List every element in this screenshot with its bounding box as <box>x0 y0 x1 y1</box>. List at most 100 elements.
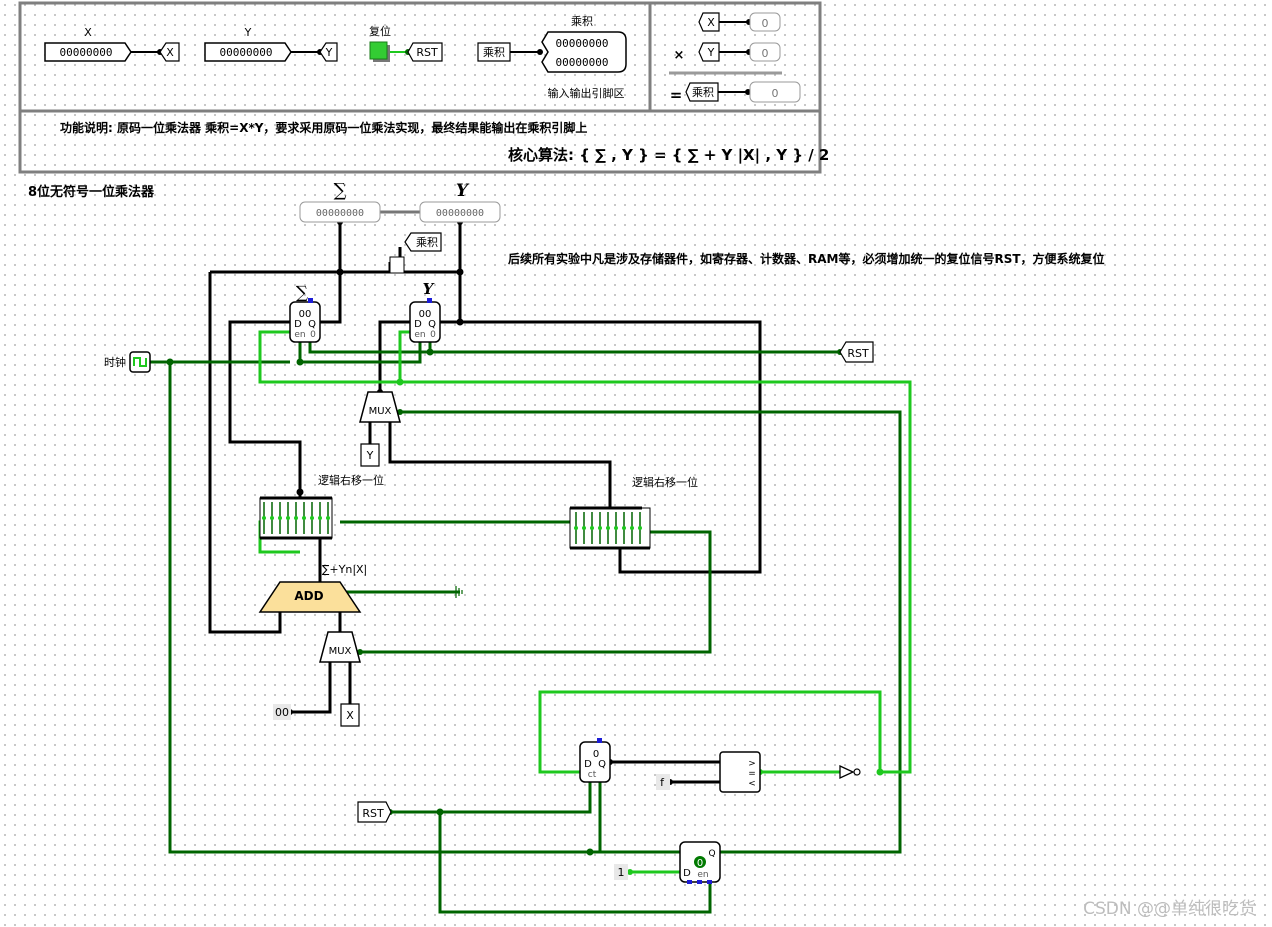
x-input-label: X <box>84 26 92 39</box>
equals-sign: = <box>670 86 683 104</box>
shift-right-bits <box>574 512 642 544</box>
comparator-gt: > <box>748 759 756 769</box>
product-output-label: 乘积 <box>571 15 593 28</box>
mux-x-tunnel-label: X <box>346 709 354 722</box>
splitter-bit-dot <box>598 526 602 530</box>
y-tunnel <box>319 42 338 62</box>
mux-y <box>359 391 401 423</box>
splitter-bit-dot <box>574 526 578 530</box>
y-input-label: Y <box>244 26 252 39</box>
counter-register <box>579 741 611 783</box>
comparator-eq: = <box>748 769 756 779</box>
calc-product-probe-value: 0 <box>772 87 779 100</box>
splitter-bit-dot <box>286 516 290 520</box>
splitter-bit-dot <box>582 526 586 530</box>
splitter-bit-dot <box>262 516 266 520</box>
done-register-q: Q <box>708 849 715 859</box>
splitter-bit-dot <box>302 516 306 520</box>
y-input-value: 00000000 <box>220 46 273 59</box>
sigma-register <box>289 301 321 343</box>
ground-icon <box>455 586 463 598</box>
reset-button[interactable] <box>369 41 388 60</box>
rst-tunnel-bottom <box>357 801 392 823</box>
splitter-bit-dot <box>638 526 642 530</box>
const-one-box <box>614 864 628 880</box>
y-register-pin <box>427 298 432 303</box>
reset-label: 复位 <box>369 24 391 38</box>
calc-x-probe-value: 0 <box>762 17 769 30</box>
bus-wires <box>208 222 762 784</box>
calc-y-tunnel-label: Y <box>707 46 715 59</box>
y-register-value: 00 <box>419 309 432 320</box>
times-sign: × <box>674 48 685 63</box>
y-input-pin[interactable] <box>204 42 292 62</box>
sigma-register-zero: 0 <box>310 330 316 340</box>
function-description: 功能说明: 原码一位乘法器 乘积=X*Y，要求采用原码一位乘法实现，最终结果能输… <box>60 120 587 135</box>
calc-x-tunnel-label: X <box>707 16 715 29</box>
sigma-register-q: Q <box>308 319 316 330</box>
y-tunnel-label: Y <box>325 46 333 59</box>
reset-note: 后续所有实验中凡是涉及存储器件，如寄存器、计数器、RAM等，必须增加统一的复位信… <box>508 251 1105 266</box>
shift-left-label: 逻辑右移一位 <box>318 473 384 487</box>
sigma-register-en: en <box>294 330 305 340</box>
calc-product-tunnel-label: 乘积 <box>692 86 714 99</box>
splitter-bit-dot <box>310 516 314 520</box>
splitter-bit-dot <box>270 516 274 520</box>
control-wires <box>150 342 902 914</box>
sigma-reg-symbol: ∑ <box>296 283 308 303</box>
const-zero-box <box>273 704 291 720</box>
splitter-bit-dot <box>326 516 330 520</box>
sigma-register-d: D <box>294 319 302 330</box>
sigma-probe-symbol: ∑ <box>334 180 347 201</box>
splitter-bit-dot <box>278 516 282 520</box>
not-gate <box>839 764 855 780</box>
y-register-en: en <box>414 330 425 340</box>
const-f-box <box>656 774 670 790</box>
sigma-probe-value: 00000000 <box>316 208 364 219</box>
splitter-bit-dot <box>630 526 634 530</box>
calc-y-tunnel <box>698 42 720 62</box>
product-value-top: 00000000 <box>556 37 609 50</box>
mux-x-tunnel <box>340 703 360 727</box>
rst-tunnel-right-label: RST <box>847 347 869 360</box>
x-input-value: 00000000 <box>60 46 113 59</box>
io-panel <box>18 1 822 174</box>
y-register-q: Q <box>428 319 436 330</box>
done-register-led <box>694 856 706 868</box>
mux-x-label: MUX <box>329 646 352 657</box>
rst-tunnel-top <box>407 42 443 62</box>
comparator-lt: < <box>748 779 756 789</box>
product-tunnel-label: 乘积 <box>416 236 438 249</box>
calc-product-probe <box>749 81 801 103</box>
bus-splitter <box>389 256 405 274</box>
mux-y-label: MUX <box>369 406 392 417</box>
mux-x <box>319 631 361 663</box>
splitter-bit-dot <box>622 526 626 530</box>
x-input-pin[interactable] <box>44 42 132 62</box>
clock-label: 时钟 <box>104 355 126 369</box>
product-tunnel-top <box>477 42 511 62</box>
junction-dots-bright <box>396 378 884 875</box>
y-probe <box>419 201 501 223</box>
rst-tunnel-right <box>839 341 874 363</box>
product-tunnel <box>404 232 442 252</box>
clock-wave-icon <box>133 357 147 367</box>
sigma-register-value: 00 <box>299 309 312 320</box>
comparator <box>719 751 761 793</box>
mux-y-tunnel <box>360 443 380 467</box>
mux-y-tunnel-label: Y <box>366 449 374 462</box>
counter-pin <box>597 738 602 743</box>
description-frame <box>18 109 822 174</box>
sigma-register-pin <box>308 298 313 303</box>
circuit-title: 8位无符号一位乘法器 <box>28 184 155 200</box>
adder-caption: ∑+Yn|X| <box>322 563 367 576</box>
y-register-d: D <box>414 319 422 330</box>
y-register <box>409 301 441 343</box>
sigma-probe <box>299 201 381 223</box>
adder-label: ADD <box>294 589 323 603</box>
const-zero: 00 <box>275 706 289 719</box>
product-tunnel-top-label: 乘积 <box>483 46 505 59</box>
y-probe-symbol: Y <box>456 181 470 201</box>
calc-y-probe-value: 0 <box>762 47 769 60</box>
